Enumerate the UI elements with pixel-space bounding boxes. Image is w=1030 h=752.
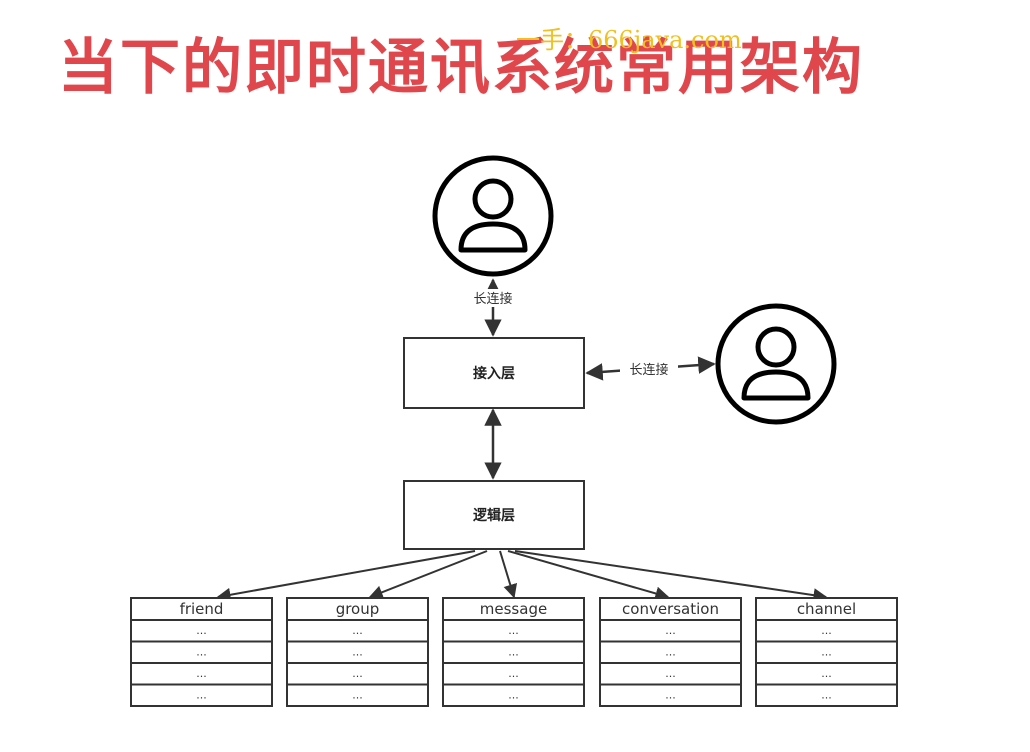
table-row-value: ...	[665, 646, 676, 659]
table-name: conversation	[622, 600, 719, 618]
table-row-value: ...	[352, 667, 363, 680]
table-row-value: ...	[196, 646, 207, 659]
table-row-value: ...	[508, 624, 519, 637]
table-row	[130, 683, 273, 707]
user-icon	[432, 155, 554, 277]
edge-label-right: 长连接	[629, 362, 668, 378]
table-row	[286, 683, 429, 707]
table-row-value: ...	[196, 689, 207, 702]
edge-label-top: 长连接	[473, 291, 512, 307]
table-row-value: ...	[821, 667, 832, 680]
table-name: friend	[180, 600, 224, 618]
table-row-value: ...	[508, 689, 519, 702]
table-row-value: ...	[821, 624, 832, 637]
table-name: group	[336, 600, 380, 618]
user-icon	[715, 303, 837, 425]
logic-to-group-edge	[368, 550, 488, 599]
logic-layer-label: 逻辑层	[473, 507, 515, 524]
table-row-value: ...	[352, 624, 363, 637]
table-name: channel	[797, 600, 856, 618]
table-row-value: ...	[665, 667, 676, 680]
table-row-value: ...	[196, 667, 207, 680]
logic-to-conversation-edge	[507, 550, 670, 601]
table-row-value: ...	[352, 689, 363, 702]
logic-to-message-edge	[499, 550, 518, 599]
tables-group: friend............group............messa…	[130, 597, 898, 707]
table-row-value: ...	[821, 689, 832, 702]
table-row	[755, 683, 898, 707]
table-row-value: ...	[665, 624, 676, 637]
table-conversation: conversation............	[599, 597, 742, 707]
access-layer-node: 接入层	[403, 337, 585, 409]
table-channel: channel............	[755, 597, 898, 707]
table-friend: friend............	[130, 597, 273, 707]
logic-to-channel-edge	[514, 550, 828, 603]
access-layer-label: 接入层	[473, 365, 515, 382]
table-row-value: ...	[665, 689, 676, 702]
table-name: message	[480, 600, 547, 618]
logic-to-friend-edge	[216, 550, 476, 602]
table-row	[442, 683, 585, 707]
table-group: group............	[286, 597, 429, 707]
table-row-value: ...	[508, 646, 519, 659]
table-message: message............	[442, 597, 585, 707]
table-row-value: ...	[196, 624, 207, 637]
table-row-value: ...	[508, 667, 519, 680]
page-title: 当下的即时通讯系统常用架构	[58, 33, 864, 103]
table-row-value: ...	[352, 646, 363, 659]
watermark: 一手：666java.com	[516, 26, 742, 54]
logic-layer-node: 逻辑层	[403, 480, 585, 550]
table-row	[599, 683, 742, 707]
table-row-value: ...	[821, 646, 832, 659]
